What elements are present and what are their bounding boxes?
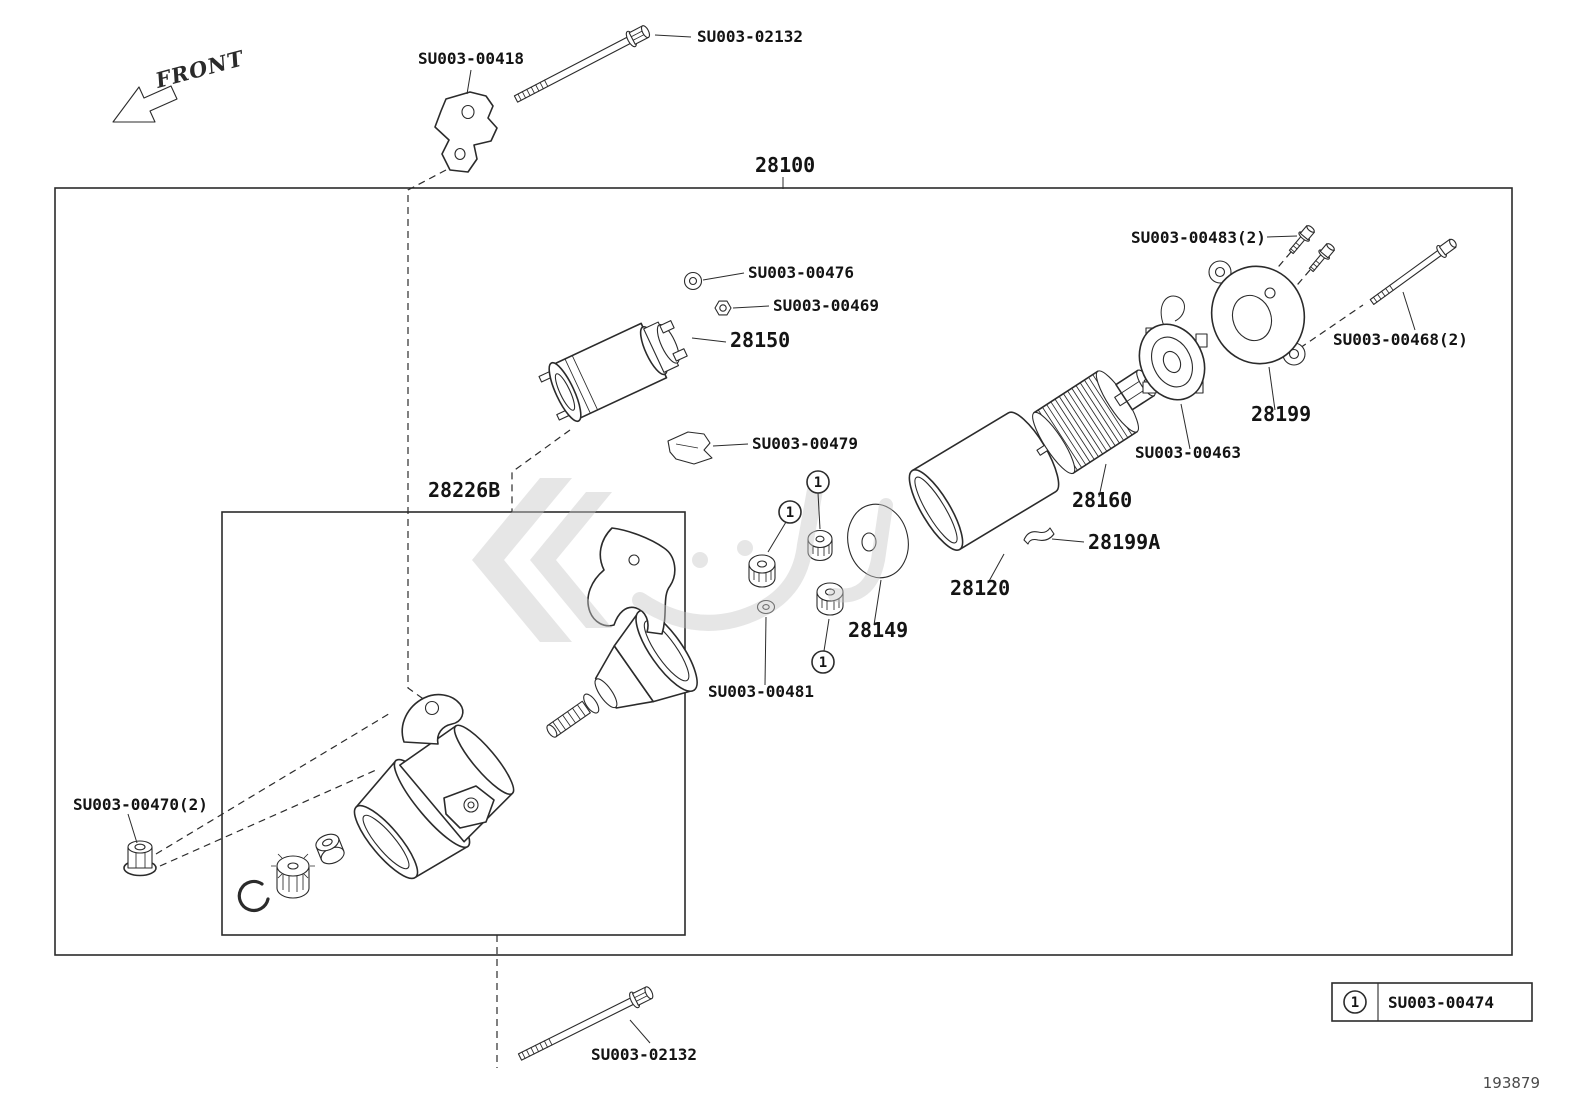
part-label-bracket: SU003-00418: [418, 49, 524, 68]
stop-collar-drawing: [315, 833, 345, 865]
cover-bolt-483-b-drawing: [1308, 243, 1335, 273]
bottom-mounting-bolt-drawing: [517, 986, 654, 1061]
cover-bolt-483-a-drawing: [1288, 225, 1315, 255]
callout-marker-1a: 1: [778, 500, 802, 524]
part-label-magnetic-switch: 28150: [730, 328, 790, 352]
front-label: FRONT: [152, 45, 247, 93]
part-label-drive-housing: 28226B: [428, 478, 500, 502]
part-label-armature: 28160: [1072, 488, 1132, 512]
part-label-end-frame: 28199: [1251, 402, 1311, 426]
part-label-clip-28199a: 28199A: [1088, 530, 1160, 554]
front-direction-indicator: FRONT: [112, 45, 247, 123]
part-label-terminal-479: SU003-00479: [752, 434, 858, 453]
watermark: [472, 478, 893, 642]
part-label-washer-476: SU003-00476: [748, 263, 854, 282]
clip-28199a-drawing: [1023, 527, 1055, 545]
gear-set-drawing: [748, 503, 909, 616]
part-label-nut-470: SU003-00470(2): [73, 795, 208, 814]
document-number: 193879: [1483, 1074, 1540, 1092]
plate-washer-481-drawing: [756, 599, 776, 615]
magnetic-switch-drawing: [538, 320, 688, 423]
callout-marker-1b: 1: [806, 470, 830, 494]
top-mounting-bolt-drawing: [513, 25, 651, 103]
yoke-drawing: [908, 411, 1060, 551]
part-label-through-bolt-468: SU003-00468(2): [1333, 330, 1468, 349]
callout-marker-1b-label: 1: [814, 475, 822, 491]
legend-part-number: SU003-00474: [1388, 993, 1494, 1012]
part-label-assembly: 28100: [755, 153, 815, 177]
part-label-brush-holder: SU003-00463: [1135, 443, 1241, 462]
end-frame-drawing: [1208, 260, 1306, 366]
drive-housing-boundary-box: [221, 511, 686, 936]
part-label-bolt-top: SU003-02132: [697, 27, 803, 46]
flange-nut-470-drawing: [123, 840, 157, 877]
shim-disc-drawing: [847, 503, 909, 579]
pinion-gear-drawing: [271, 853, 315, 899]
through-bolt-468-drawing: [1369, 238, 1457, 305]
callout-marker-1a-label: 1: [786, 505, 794, 521]
legend-box: 1 SU003-00474: [1331, 982, 1533, 1022]
part-label-gear-28149: 28149: [848, 618, 908, 642]
front-arrow-icon: [112, 85, 178, 123]
terminal-clip-479-drawing: [667, 431, 713, 465]
part-label-bolt-bottom: SU003-02132: [591, 1045, 697, 1064]
part-label-washer-481: SU003-00481: [708, 682, 814, 701]
starter-motor-body-drawing: [353, 693, 515, 880]
callout-marker-1c-label: 1: [819, 655, 827, 671]
nut-469-drawing: [714, 300, 732, 316]
legend-marker-label: 1: [1351, 995, 1359, 1011]
callout-marker-1c: 1: [811, 650, 835, 674]
brush-holder-drawing: [1138, 295, 1208, 401]
motor-top-bracket: [401, 693, 464, 745]
leader-lines: [127, 34, 1416, 1044]
part-label-nut-469: SU003-00469: [773, 296, 879, 315]
part-label-yoke: 28120: [950, 576, 1010, 600]
snap-ring-drawing: [237, 879, 270, 913]
mounting-bracket-drawing: [434, 91, 498, 173]
drive-lever-drawing: [587, 527, 676, 635]
part-label-cover-bolt-483: SU003-00483(2): [1131, 228, 1266, 247]
washer-476-drawing: [683, 271, 703, 291]
